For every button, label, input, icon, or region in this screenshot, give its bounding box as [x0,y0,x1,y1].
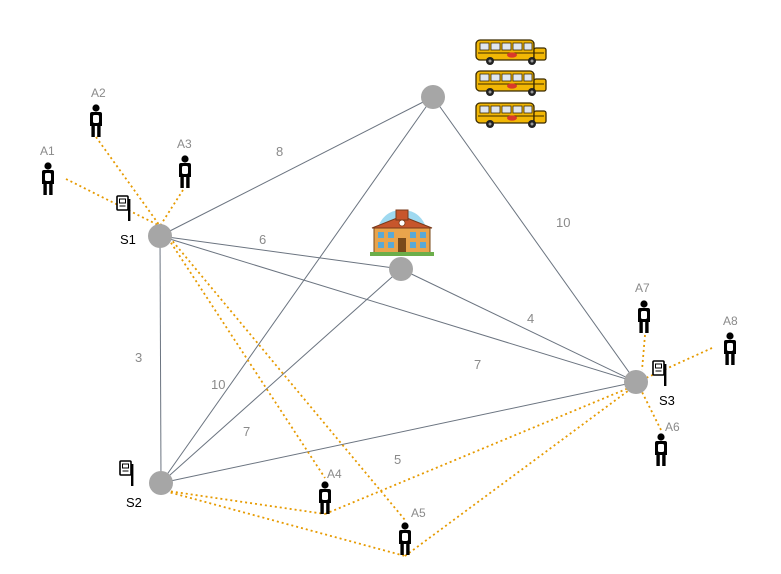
edge-weights: 8 6 3 10 10 4 7 5 7 [135,144,570,467]
walk-s2-a4 [160,489,326,515]
weight-s1-s2: 3 [135,350,142,365]
student-label-a5: A5 [411,506,426,520]
student-a6: A6 [655,420,680,466]
student-backpack-icon [42,162,54,195]
bus-stop-sign-icon [652,360,668,387]
student-a7: A7 [635,281,650,333]
weight-s1-s3: 7 [474,357,481,372]
bus-stop-sign-icon [116,195,132,222]
edge-nmid-s3 [400,268,637,383]
edge-ntop-s2 [160,96,434,484]
student-label-a1: A1 [40,144,55,158]
student-label-a4: A4 [327,467,342,481]
bus-stop-s2: S2 [119,460,142,510]
student-a2: A2 [90,86,106,137]
student-backpack-icon [655,433,667,466]
weight-s1-nmid: 6 [259,232,266,247]
stop-label-s1: S1 [120,232,136,247]
weight-s2-s3: 5 [394,452,401,467]
student-backpack-icon [179,155,191,188]
weight-ntop-s3: 10 [556,215,570,230]
walk-a5-s3 [404,384,637,557]
walk-a2-s1 [95,136,161,227]
walk-a7-s3 [641,334,646,371]
bus-stop-s3: S3 [652,360,675,408]
edge-nmid-s2 [160,268,402,484]
student-a4: A4 [319,467,342,514]
student-a1: A1 [40,144,55,195]
bus-fleet [475,39,547,129]
walk-a4-s3 [324,384,637,515]
student-label-a2: A2 [91,86,106,100]
student-label-a6: A6 [665,420,680,434]
walk-s1-a4 [159,225,326,479]
student-a8: A8 [723,314,738,365]
student-backpack-icon [399,522,411,555]
school-bus-icon [475,102,547,129]
stop-node-s3 [624,370,648,394]
edge-ntop-s3 [432,96,637,383]
junction-node-top [421,85,445,109]
weight-s1-ntop: 8 [276,144,283,159]
student-a5: A5 [399,506,426,555]
bus-stop-s1: S1 [116,195,136,247]
student-backpack-icon [638,300,650,333]
stop-label-s2: S2 [126,495,142,510]
walk-s2-a5 [160,489,406,557]
student-label-a7: A7 [635,281,650,295]
weight-ntop-s2: 10 [211,377,225,392]
edge-s1-ntop [159,96,434,237]
edge-s2-s3 [160,381,637,484]
stop-node-s1 [148,224,172,248]
stop-label-s3: S3 [659,393,675,408]
graph-nodes [148,85,648,495]
stop-node-s2 [149,471,173,495]
school-bus-icon [475,70,547,97]
edge-s1-s3 [159,235,637,383]
weight-nmid-s2: 7 [243,424,250,439]
student-backpack-icon [724,332,736,365]
walk-s1-a5 [159,225,406,521]
school-bus-icon [475,39,547,66]
bus-stop-sign-icon [119,460,135,487]
junction-node-mid [389,257,413,281]
walk-a6-s3 [641,391,662,431]
school-building-icon [370,209,434,256]
student-backpack-icon [90,104,102,137]
student-a3: A3 [177,137,192,188]
walk-a1-s1 [65,178,161,227]
student-label-a3: A3 [177,137,192,151]
student-label-a8: A8 [723,314,738,328]
road-edges [159,96,637,484]
weight-nmid-s3: 4 [527,311,534,326]
edge-s1-s2 [159,235,162,484]
walking-paths [65,136,713,557]
student-backpack-icon [319,481,331,514]
edge-s1-nmid [159,235,402,270]
walk-a3-s1 [159,189,184,227]
